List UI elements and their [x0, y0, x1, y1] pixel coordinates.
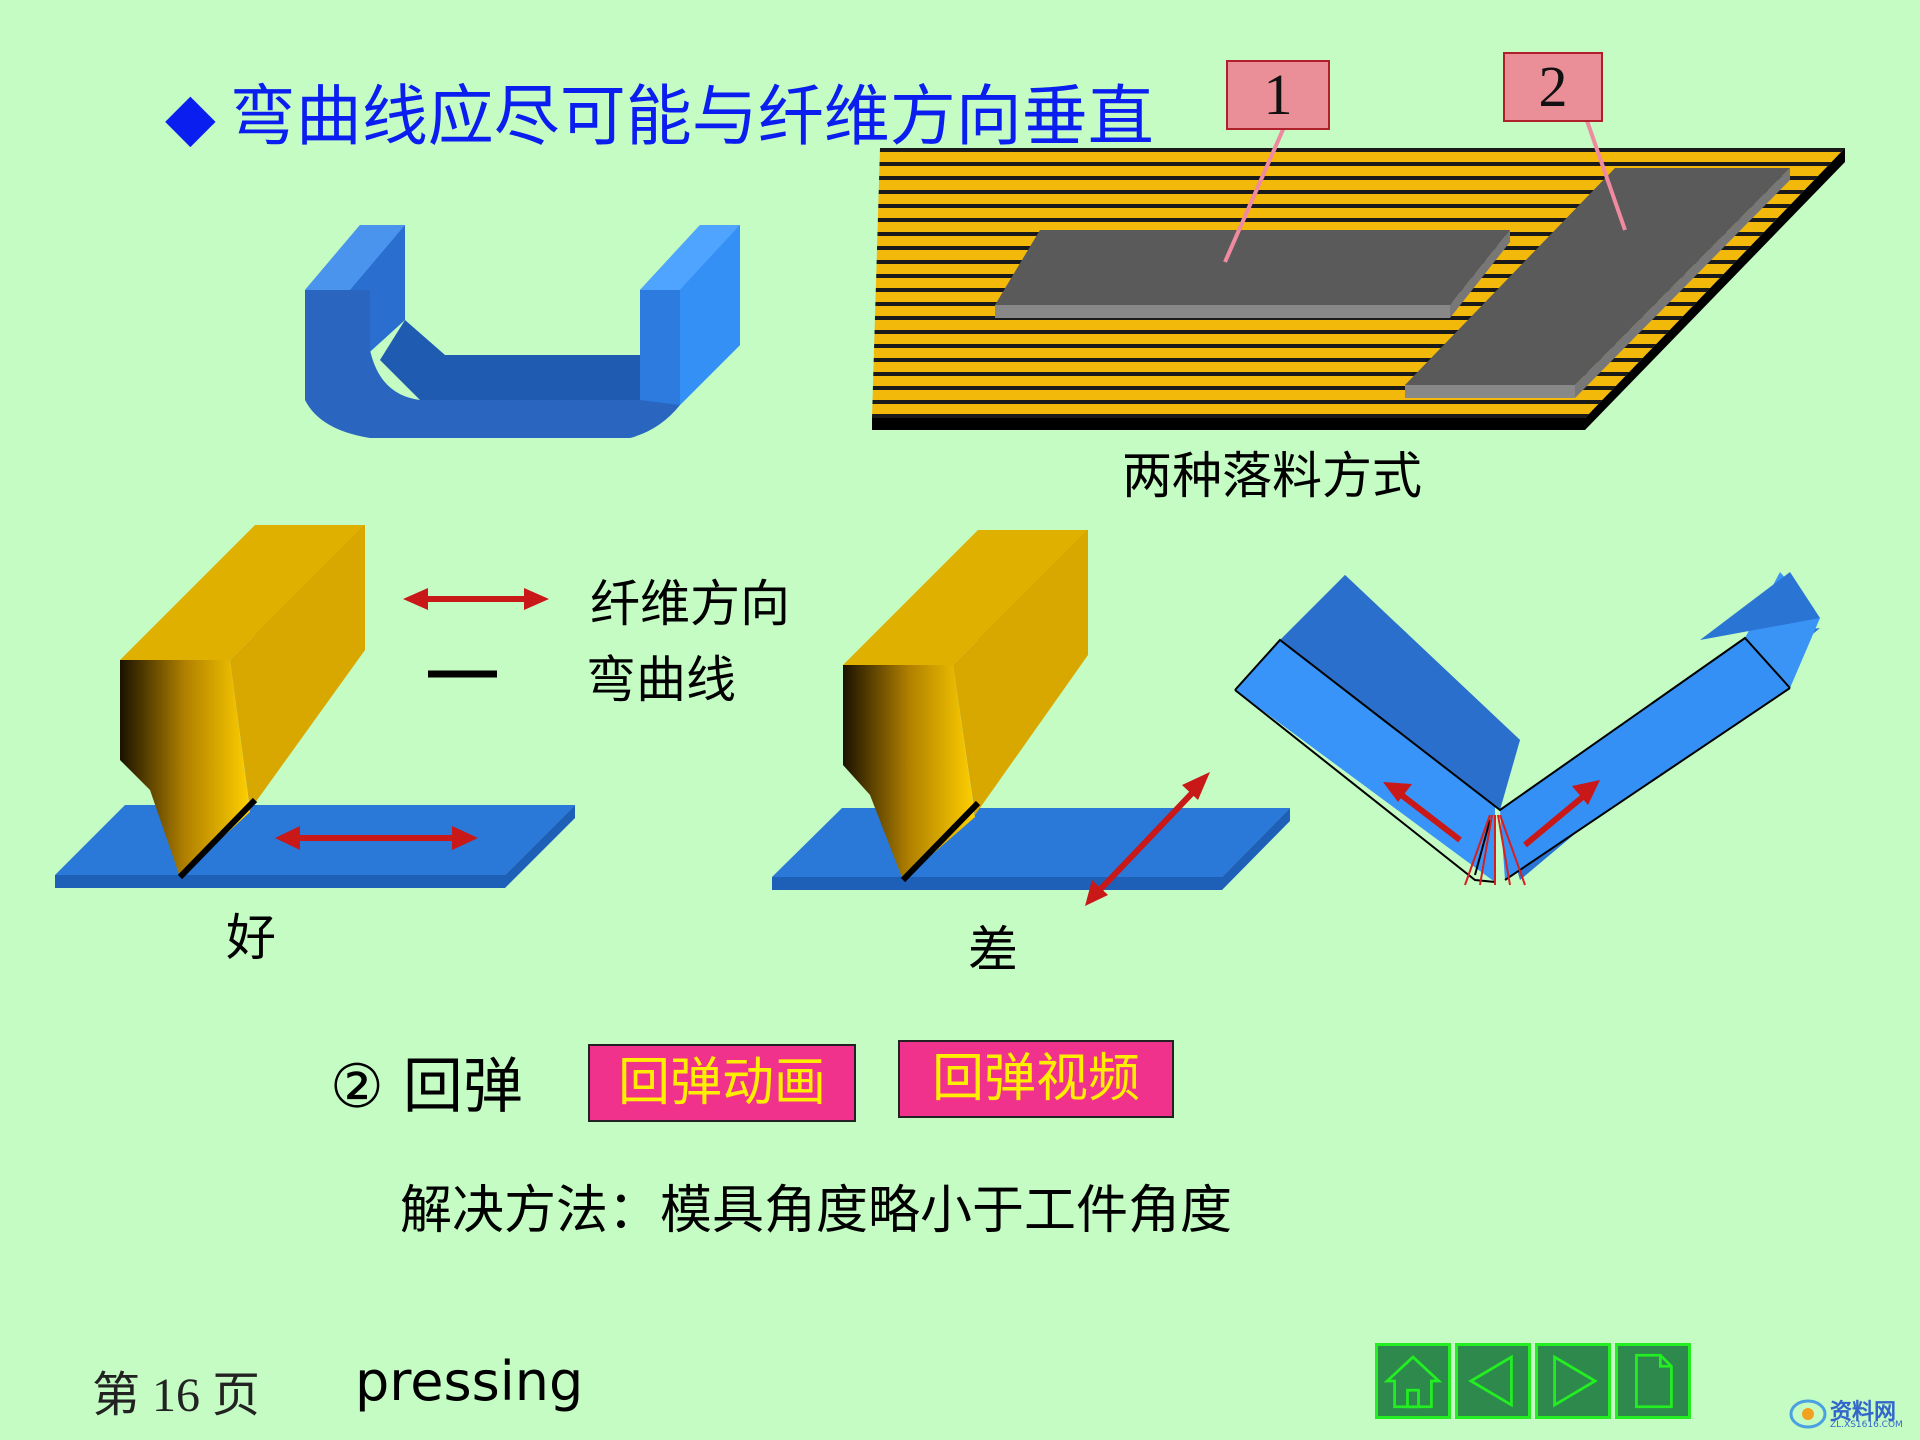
next-button[interactable]: [1535, 1343, 1611, 1419]
springback-animation-button[interactable]: 回弹动画: [588, 1044, 856, 1122]
u-channel-part: [305, 225, 740, 438]
legend-bend-line: 弯曲线: [586, 651, 736, 709]
bad-bend-illustration: [772, 530, 1290, 906]
legend-marks: [403, 588, 549, 678]
slide-title: ◆弯曲线应尽可能与纤维方向垂直: [165, 72, 1154, 162]
springback-solution: 解决方法：模具角度略小于工件角度: [400, 1181, 1233, 1241]
good-bend-illustration: [55, 525, 575, 888]
home-icon: [1383, 1355, 1443, 1409]
footer-word: pressing: [355, 1350, 584, 1413]
next-icon: [1553, 1354, 1598, 1408]
verdict-bad: 差: [968, 921, 1018, 979]
blanking-caption: 两种落料方式: [1122, 447, 1422, 505]
watermark-logo-icon: [1789, 1399, 1827, 1429]
page-button[interactable]: [1615, 1343, 1691, 1419]
slide-title-text: 弯曲线应尽可能与纤维方向垂直: [229, 78, 1154, 155]
page-icon: [1635, 1353, 1673, 1409]
watermark-logo-sub: ZL.XS1616.COM: [1830, 1420, 1903, 1430]
previous-icon: [1468, 1354, 1513, 1408]
blank-label-1: 1: [1226, 60, 1330, 130]
springback-heading: ② 回弹: [330, 1052, 523, 1122]
page-number: 第 16 页: [92, 1369, 261, 1422]
previous-button[interactable]: [1455, 1343, 1531, 1419]
home-button[interactable]: [1375, 1343, 1451, 1419]
watermark-logo: 资料网 ZL.XS1616.COM: [1788, 1392, 1916, 1436]
springback-video-button[interactable]: 回弹视频: [898, 1040, 1174, 1118]
fiber-plate: [872, 114, 1845, 430]
blank-label-2: 2: [1503, 52, 1603, 122]
diamond-bullet-icon: ◆: [165, 78, 216, 155]
legend-fiber-direction: 纤维方向: [590, 575, 790, 633]
verdict-good: 好: [226, 909, 276, 967]
v-bent-part: [1234, 572, 1820, 886]
watermark-logo-text: 资料网: [1830, 1400, 1897, 1425]
